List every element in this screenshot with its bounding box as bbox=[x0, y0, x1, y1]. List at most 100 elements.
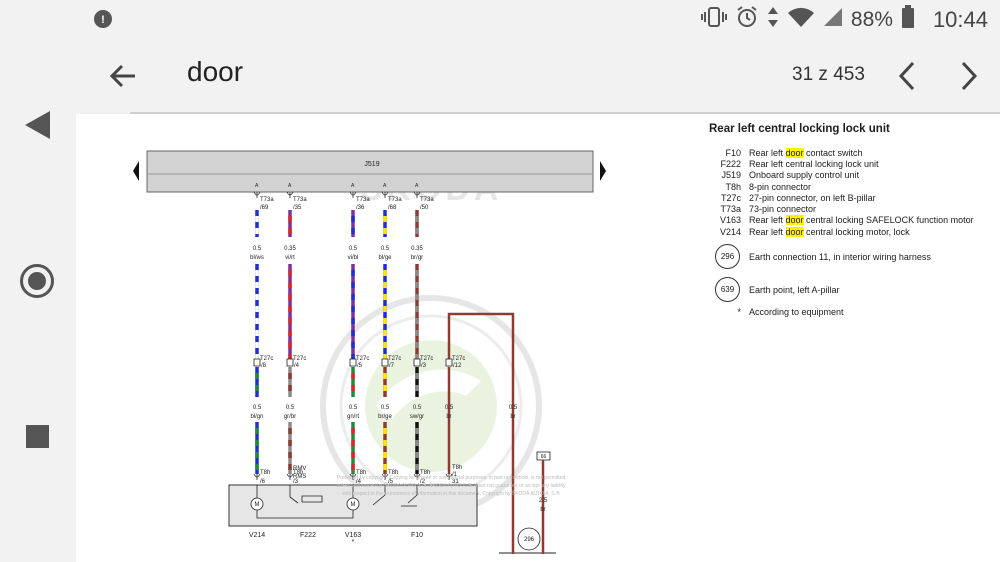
copyright-note: Protected by copyright. Copying for priv… bbox=[336, 475, 566, 497]
t73-pin: /69 bbox=[260, 205, 269, 211]
rms-label: RMS bbox=[293, 474, 306, 480]
v163-equipment-mark: * bbox=[352, 539, 355, 546]
skoda-watermark: SKODA bbox=[320, 170, 542, 517]
legend-description: Earth connection 11, in interior wiring … bbox=[749, 251, 931, 262]
wire-gauge: 0.5 bbox=[445, 405, 454, 411]
no-notification-icon: ! bbox=[92, 8, 114, 36]
earth-symbol: 296 bbox=[715, 244, 740, 270]
t27-label: T27c bbox=[260, 356, 273, 362]
data-transfer-icon bbox=[767, 6, 779, 34]
wire-color: sw/gr bbox=[410, 414, 424, 420]
legend-code: T27c bbox=[720, 192, 741, 203]
legend-earth-row: 639 Earth point, left A-pillar bbox=[709, 276, 999, 303]
wifi-icon bbox=[787, 6, 815, 34]
navigation-bar bbox=[0, 110, 75, 562]
wire-color: gr/br bbox=[284, 414, 296, 420]
wire-color: br/ge bbox=[378, 414, 392, 420]
t27-pin: /4 bbox=[294, 363, 300, 369]
nav-recents-icon[interactable] bbox=[26, 425, 49, 448]
t27-pin: /12 bbox=[453, 363, 462, 369]
wire-color: bl/ge bbox=[378, 255, 392, 261]
legend-description: 8-pin connector bbox=[749, 181, 812, 192]
copyright-line: Protected by copyright. Copying for priv… bbox=[337, 475, 566, 481]
battery-icon bbox=[901, 5, 915, 35]
copyright-line: unless authorised by ŠKODA AUTO A. S. ŠK… bbox=[336, 482, 566, 489]
legend-code: V214 bbox=[719, 226, 741, 237]
next-result-button[interactable] bbox=[955, 60, 983, 92]
t27-connector bbox=[253, 358, 261, 367]
component-v214: V214 bbox=[249, 532, 265, 539]
control-unit-box bbox=[146, 150, 594, 193]
wire-gauge: 0.5 bbox=[253, 246, 262, 252]
legend-note: * According to equipment bbox=[709, 305, 999, 319]
legend-description: Rear left door central locking SAFELOCK … bbox=[749, 215, 974, 226]
t8-pin: /2 bbox=[420, 479, 426, 485]
t8-label: T8h bbox=[356, 470, 366, 476]
legend-description: 73-pin connector bbox=[749, 204, 817, 215]
control-unit-label: J519 bbox=[364, 161, 379, 168]
result-counter: 31 z 453 bbox=[792, 64, 865, 85]
t73-pin: /36 bbox=[356, 205, 365, 211]
t73-pin: /68 bbox=[388, 205, 397, 211]
t8-pin: /1 bbox=[452, 472, 458, 478]
t27-label: T27c bbox=[388, 356, 401, 362]
t27-label: T27c bbox=[356, 356, 369, 362]
pin-letter: A bbox=[351, 183, 355, 189]
previous-result-button[interactable] bbox=[893, 60, 921, 92]
wire-color: br bbox=[446, 414, 451, 420]
earth-symbol: 639 bbox=[715, 277, 740, 303]
nav-back-icon[interactable] bbox=[24, 110, 52, 145]
legend-code: T73a bbox=[720, 204, 741, 215]
legend-note-text: According to equipment bbox=[749, 307, 844, 318]
t27-connector bbox=[349, 358, 357, 367]
wire-color: gn/rt bbox=[347, 414, 359, 420]
wire-color: bl/gn bbox=[250, 414, 263, 420]
wire-color: br bbox=[510, 414, 515, 420]
rmv-label: RMV bbox=[293, 466, 306, 472]
legend-code: J519 bbox=[721, 170, 741, 181]
t27-label: T27c bbox=[420, 356, 433, 362]
t8-pin: /4 bbox=[356, 479, 362, 485]
t73-label: T73a bbox=[260, 197, 274, 203]
t27-connector bbox=[445, 358, 453, 367]
t8-label: T8h bbox=[420, 470, 430, 476]
legend-row: T8h 8-pin connector bbox=[709, 181, 999, 192]
wire-gauge: 0.35 bbox=[284, 246, 296, 252]
wire-gauge: 2.5 bbox=[539, 498, 548, 504]
wire-gauge: 0.5 bbox=[509, 405, 518, 411]
page-right-marker bbox=[600, 161, 606, 181]
page-left-marker bbox=[133, 161, 139, 181]
t27-pin: /5 bbox=[357, 363, 363, 369]
legend-code: T8h bbox=[725, 181, 741, 192]
battery-percent: 88% bbox=[850, 8, 893, 31]
legend-code: F222 bbox=[720, 158, 741, 169]
component-f10: F10 bbox=[411, 532, 423, 539]
search-query[interactable]: door bbox=[187, 56, 244, 87]
wire-gauge: 0.5 bbox=[413, 405, 422, 411]
svg-text:!: ! bbox=[101, 14, 105, 26]
search-highlight: door bbox=[785, 226, 804, 237]
wire-gauge: 0.5 bbox=[286, 405, 295, 411]
search-highlight: door bbox=[785, 147, 804, 158]
t8-label: T8h bbox=[452, 465, 462, 471]
wire-color: br bbox=[540, 507, 545, 513]
legend-row: T73a 73-pin connector bbox=[709, 203, 999, 214]
t73-pin: /50 bbox=[420, 205, 429, 211]
legend-description: Rear left central locking lock unit bbox=[749, 158, 879, 169]
pin-letter: A bbox=[255, 183, 259, 189]
back-arrow-icon[interactable] bbox=[105, 58, 141, 94]
legend-earth-row: 296 Earth connection 11, in interior wiri… bbox=[709, 243, 999, 270]
pdf-page[interactable]: SKODA J519AT73a/690.5bl/wsT27c/80.5bl/gn… bbox=[76, 114, 1000, 562]
legend-row: F222 Rear left central locking lock unit bbox=[709, 158, 999, 169]
legend-description: Earth point, left A-pillar bbox=[749, 284, 840, 295]
switch-circuit bbox=[256, 485, 418, 519]
earth-connection-number: 296 bbox=[524, 537, 535, 543]
nav-home-icon[interactable] bbox=[20, 264, 54, 298]
t8-pin: /3 bbox=[293, 479, 299, 485]
vibrate-icon bbox=[700, 6, 727, 34]
t27-label: T27c bbox=[452, 356, 465, 362]
legend-code: F10 bbox=[725, 147, 741, 158]
wire-color: bl/ws bbox=[250, 255, 264, 261]
